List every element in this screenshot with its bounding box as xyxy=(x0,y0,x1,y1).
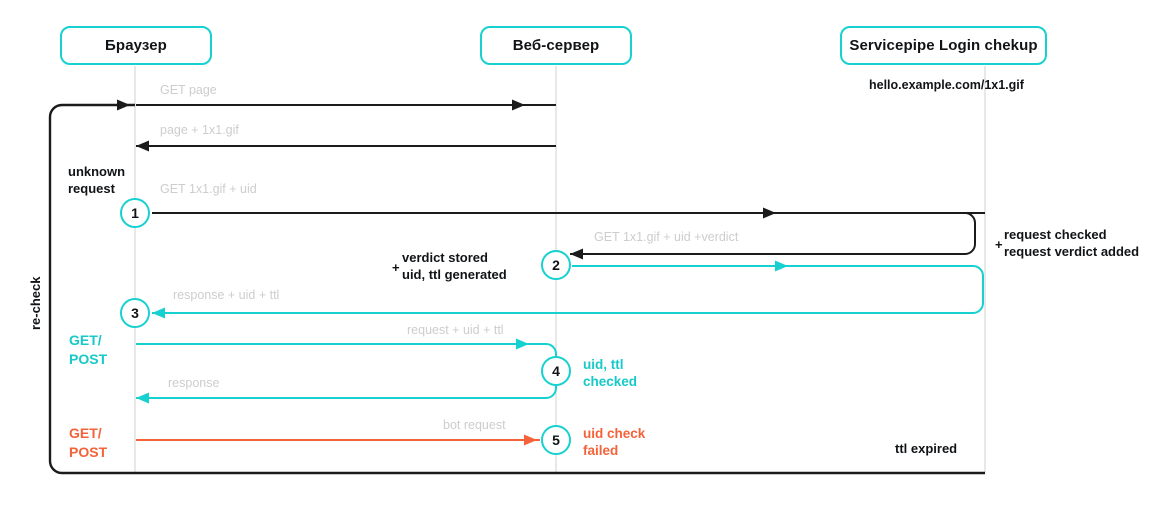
note-verdict-stored-line2: uid, ttl generated xyxy=(402,267,507,282)
arrow-get-page-head xyxy=(512,99,525,111)
step-circle-5-label: 5 xyxy=(552,432,560,448)
actor-webserver[interactable]: Веб-сервер xyxy=(480,26,632,65)
step-circle-4-label: 4 xyxy=(552,363,560,379)
checkup-black-loop-head xyxy=(570,248,583,260)
note-uid-check-failed-line2: failed xyxy=(583,443,619,458)
note-ttl-expired: ttl expired xyxy=(895,441,958,456)
message-label-get-1x1gif-uid-verdict: GET 1x1.gif + uid +verdict xyxy=(594,230,739,244)
arrow-page-1x1-head xyxy=(136,140,149,152)
response-head xyxy=(136,392,149,404)
request-uid-ttl-head xyxy=(516,338,529,350)
arrow-browser-entry-head xyxy=(117,99,130,111)
checkup-url-label: hello.example.com/1x1.gif xyxy=(869,78,1024,92)
message-label-response-uid-ttl: response + uid + ttl xyxy=(173,288,280,302)
note-unknown-request-line1: unknown xyxy=(68,164,126,179)
step-circle-2-label: 2 xyxy=(552,257,560,273)
message-label-request-uid-ttl: request + uid + ttl xyxy=(407,323,504,337)
note-uid-check-failed-line1: uid check xyxy=(583,426,646,441)
verb-cyan-line1: GET/ xyxy=(69,332,102,348)
arrow-bot-request-head xyxy=(524,434,537,446)
note-request-checked-line2: request verdict added xyxy=(1004,244,1140,259)
step-circle-4[interactable]: 4 xyxy=(541,356,571,386)
actor-browser[interactable]: Браузер xyxy=(60,26,212,65)
actor-browser-label: Браузер xyxy=(105,37,167,54)
note-request-checked-line1: request checked xyxy=(1004,227,1107,242)
verb-cyan-line2: POST xyxy=(69,351,108,367)
step-circle-5[interactable]: 5 xyxy=(541,425,571,455)
message-label-get-1x1gif-uid: GET 1x1.gif + uid xyxy=(160,182,257,196)
verdict-cyan-loop-head-right xyxy=(775,260,788,272)
step-circle-1[interactable]: 1 xyxy=(120,198,150,228)
actor-checkup-label: Servicepipe Login chekup xyxy=(849,37,1038,54)
note-unknown-request-line2: request xyxy=(68,181,115,196)
verb-orange-line1: GET/ xyxy=(69,425,102,441)
actor-webserver-label: Веб-сервер xyxy=(512,37,600,54)
message-label-get-page: GET page xyxy=(160,83,217,97)
step-circle-3[interactable]: 3 xyxy=(120,298,150,328)
actor-checkup[interactable]: Servicepipe Login chekup xyxy=(840,26,1047,65)
step-circle-3-label: 3 xyxy=(131,305,139,321)
note-uid-ttl-checked-line1: uid, ttl xyxy=(583,357,624,372)
message-label-bot-request: bot request xyxy=(443,418,506,432)
note-request-checked-plus: + xyxy=(995,237,1003,252)
arrow-get-1x1-uid-head xyxy=(763,207,776,219)
verb-orange-line2: POST xyxy=(69,444,108,460)
note-verdict-stored-plus: + xyxy=(392,260,400,275)
note-uid-ttl-checked-line2: checked xyxy=(583,374,638,389)
note-verdict-stored-line1: verdict stored xyxy=(402,250,488,265)
step-circle-1-label: 1 xyxy=(131,205,139,221)
step-circle-2[interactable]: 2 xyxy=(541,250,571,280)
recheck-label: re-check xyxy=(28,276,43,330)
verdict-cyan-loop-head-left xyxy=(152,307,165,319)
message-label-response: response xyxy=(168,376,220,390)
message-label-page-1x1gif: page + 1x1.gif xyxy=(160,123,239,137)
